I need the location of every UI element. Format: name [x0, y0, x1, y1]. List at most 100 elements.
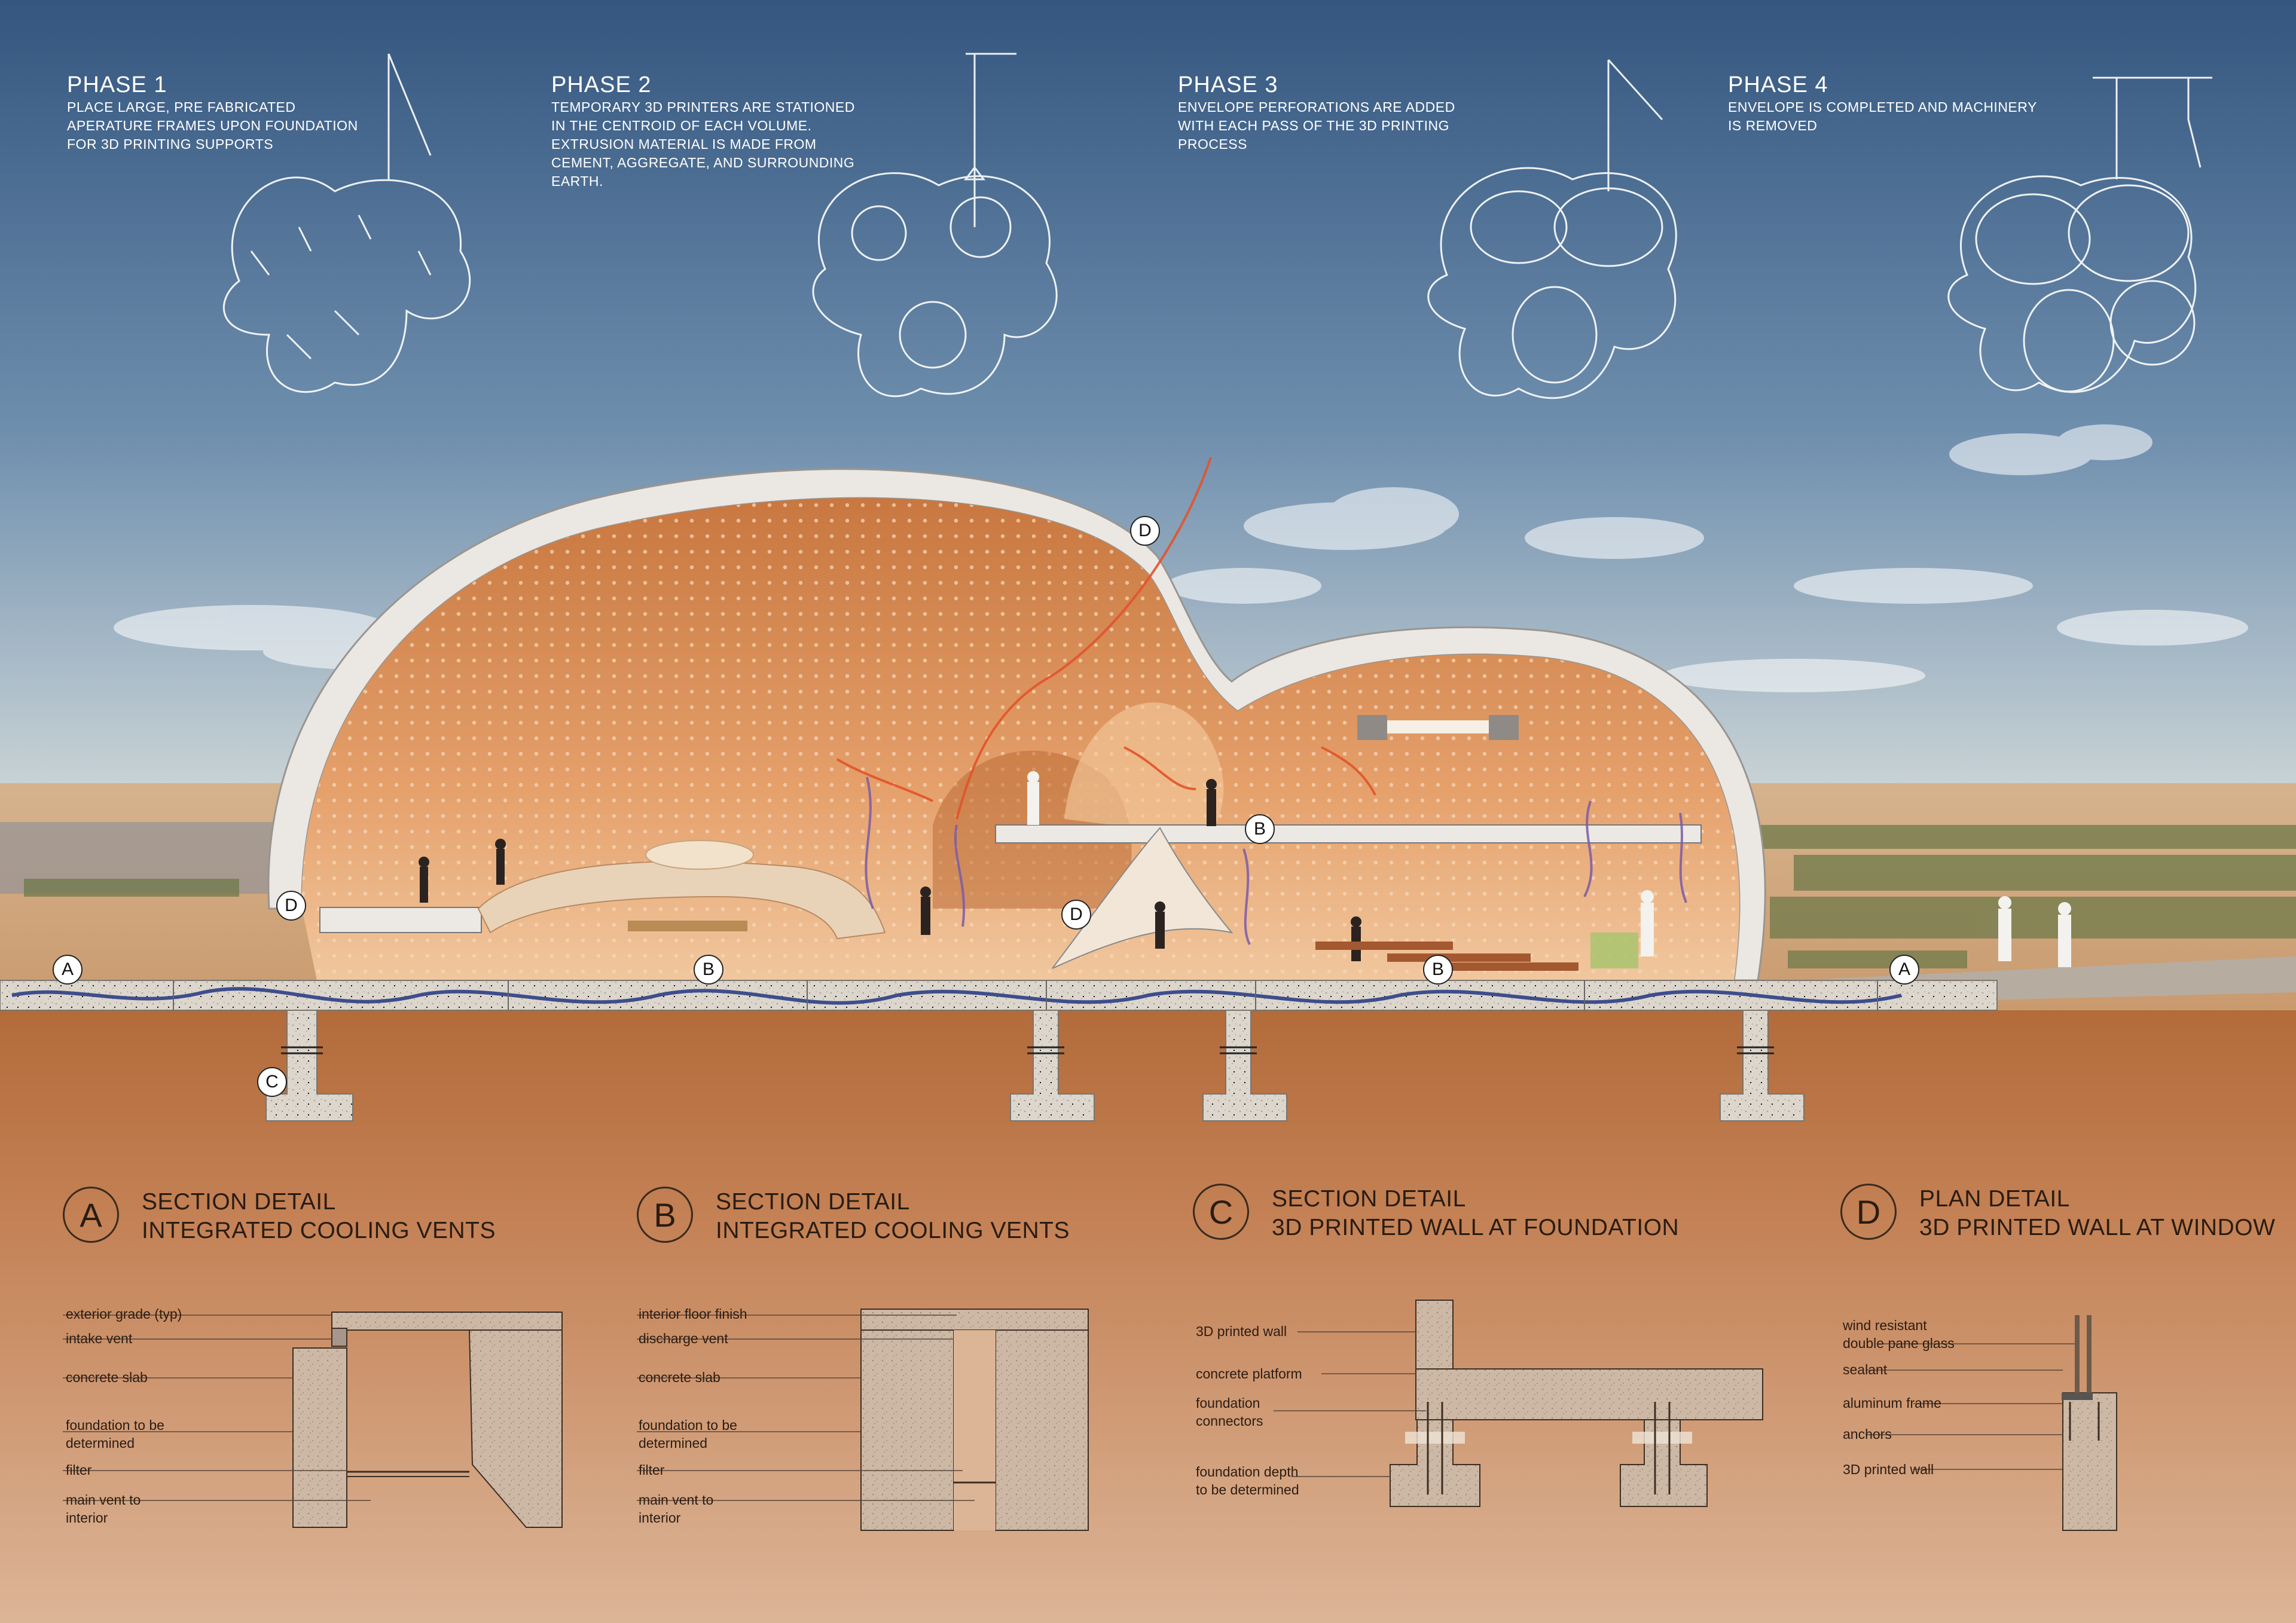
phase-3-model: [1427, 59, 1677, 399]
callout-d-top: D: [1130, 516, 1160, 546]
phase-line: ENVELOPE IS COMPLETED AND MACHINERY: [1728, 99, 2037, 115]
phase-line: TEMPORARY 3D PRINTERS ARE STATIONED: [551, 99, 855, 115]
people: [419, 779, 1361, 961]
detail-d-label: wind resistant: [1843, 1318, 1927, 1333]
callout-d-left: D: [276, 891, 306, 921]
callout-d-center: D: [1061, 900, 1091, 930]
callout-a-left: A: [53, 955, 83, 985]
detail-d-label: double pane glass: [1843, 1335, 1955, 1351]
skylight-ring: [645, 840, 754, 870]
furniture: [628, 921, 1578, 971]
detail-a-label: filter: [66, 1462, 92, 1478]
detail-b-label: interior: [639, 1510, 681, 1526]
detail-b-label: discharge vent: [639, 1331, 728, 1346]
detail-d-label: sealant: [1843, 1362, 1888, 1377]
airflow-lines-warm: [836, 457, 1376, 820]
detail-a-label: main vent to: [66, 1492, 141, 1508]
callout-b-floor-right: B: [1423, 955, 1453, 985]
detail-b-letter: B: [637, 1187, 693, 1243]
phase-title: PHASE 1: [67, 72, 167, 97]
detail-a-label: concrete slab: [66, 1370, 148, 1385]
phase-title: PHASE 2: [551, 72, 652, 97]
callout-a-right: A: [1889, 955, 1919, 985]
detail-a-drawing: [63, 1312, 563, 1528]
detail-b-label: filter: [639, 1462, 665, 1478]
phase-4: PHASE 4 ENVELOPE IS COMPLETED AND MACHIN…: [1728, 72, 2037, 135]
detail-title-line2: 3D PRINTED WALL AT WINDOW: [1919, 1215, 2276, 1240]
detail-c-label: foundation: [1196, 1395, 1260, 1411]
detail-d-title: PLAN DETAIL 3D PRINTED WALL AT WINDOW: [1919, 1185, 2275, 1242]
canopy-fold: [1052, 827, 1234, 969]
phase-line: CEMENT, AGGREGATE, AND SURROUNDING: [551, 155, 855, 170]
detail-b-label: concrete slab: [639, 1370, 720, 1385]
detail-a-letter: A: [63, 1187, 119, 1243]
detail-c-label: concrete platform: [1196, 1366, 1302, 1381]
people-white-robes: [1027, 771, 2071, 967]
detail-c-drawing: [1274, 1300, 1763, 1507]
phase-line: PROCESS: [1178, 136, 1247, 152]
detail-c-label: foundation depth: [1196, 1464, 1299, 1480]
phase-4-model: [1947, 77, 2212, 393]
phase-line: IS REMOVED: [1728, 118, 1818, 133]
detail-a-label: foundation to be: [66, 1417, 164, 1433]
phase-title: PHASE 3: [1178, 72, 1278, 97]
detail-title-line1: PLAN DETAIL: [1919, 1186, 2070, 1212]
detail-a-label: exterior grade (typ): [66, 1306, 182, 1322]
detail-title-line1: SECTION DETAIL: [142, 1189, 336, 1215]
callout-c: C: [257, 1067, 287, 1097]
phase-line: IN THE CENTROID OF EACH VOLUME.: [551, 118, 812, 133]
phase-line: PLACE LARGE, PRE FABRICATED: [67, 99, 296, 115]
mezzanine-left: [319, 907, 482, 933]
phase-line: FOR 3D PRINTING SUPPORTS: [67, 136, 274, 152]
detail-c-label: 3D printed wall: [1196, 1324, 1287, 1339]
detail-d-label: aluminum frame: [1843, 1395, 1941, 1411]
airflow-lines-cool: [865, 777, 1687, 945]
phase-line: ENVELOPE PERFORATIONS ARE ADDED: [1178, 99, 1455, 115]
detail-b-label: foundation to be: [639, 1417, 737, 1433]
foundation-footings: [265, 1010, 1805, 1121]
planter: [1590, 933, 1638, 968]
phase-2-model: [812, 53, 1058, 398]
detail-a-label: intake vent: [66, 1331, 133, 1346]
detail-d-drawing: [1866, 1315, 2117, 1531]
detail-c-title: SECTION DETAIL 3D PRINTED WALL AT FOUNDA…: [1272, 1185, 1679, 1242]
detail-b-label: interior floor finish: [639, 1306, 747, 1322]
window-right: [1489, 715, 1519, 740]
detail-c-label: to be determined: [1196, 1482, 1299, 1497]
phase-title: PHASE 4: [1728, 72, 1828, 97]
phase-line: WITH EACH PASS OF THE 3D PRINTING: [1178, 118, 1449, 133]
detail-title-line1: SECTION DETAIL: [1272, 1186, 1466, 1212]
mezzanine-right: [995, 824, 1702, 843]
detail-title-line2: INTEGRATED COOLING VENTS: [142, 1218, 496, 1243]
slab-joints: [173, 980, 1878, 1010]
phase-1: PHASE 1 PLACE LARGE, PRE FABRICATED APER…: [67, 72, 358, 154]
callout-b-floor: B: [694, 955, 723, 985]
detail-a-label: interior: [66, 1510, 108, 1526]
window-left: [1357, 715, 1387, 740]
window-light: [1387, 720, 1489, 733]
phase-line: EXTRUSION MATERIAL IS MADE FROM: [551, 136, 817, 152]
phase-2: PHASE 2 TEMPORARY 3D PRINTERS ARE STATIO…: [551, 72, 855, 191]
detail-title-line1: SECTION DETAIL: [716, 1189, 910, 1215]
shrubs: [24, 825, 2296, 968]
cooling-vent-pipes: [11, 987, 1902, 1005]
callout-b-mezzanine: B: [1245, 814, 1275, 844]
inner-lobe: [1064, 702, 1224, 837]
phase-3: PHASE 3 ENVELOPE PERFORATIONS ARE ADDED …: [1178, 72, 1455, 154]
phase-line: EARTH.: [551, 173, 603, 189]
phase-1-model: [222, 53, 471, 393]
detail-b-title: SECTION DETAIL INTEGRATED COOLING VENTS: [716, 1188, 1070, 1245]
detail-b-label: main vent to: [639, 1492, 714, 1508]
detail-a-label: determined: [66, 1435, 135, 1451]
curved-ramp: [477, 861, 886, 940]
detail-title-line2: 3D PRINTED WALL AT FOUNDATION: [1272, 1215, 1680, 1240]
detail-b-drawing: [637, 1309, 1089, 1531]
phase-line: APERATURE FRAMES UPON FOUNDATION: [67, 118, 358, 133]
footing-breaklines: [281, 1046, 1774, 1055]
detail-d-letter: D: [1840, 1184, 1897, 1240]
detail-c-letter: C: [1193, 1184, 1249, 1240]
detail-title-line2: INTEGRATED COOLING VENTS: [716, 1218, 1070, 1243]
detail-d-label: anchors: [1843, 1426, 1892, 1442]
